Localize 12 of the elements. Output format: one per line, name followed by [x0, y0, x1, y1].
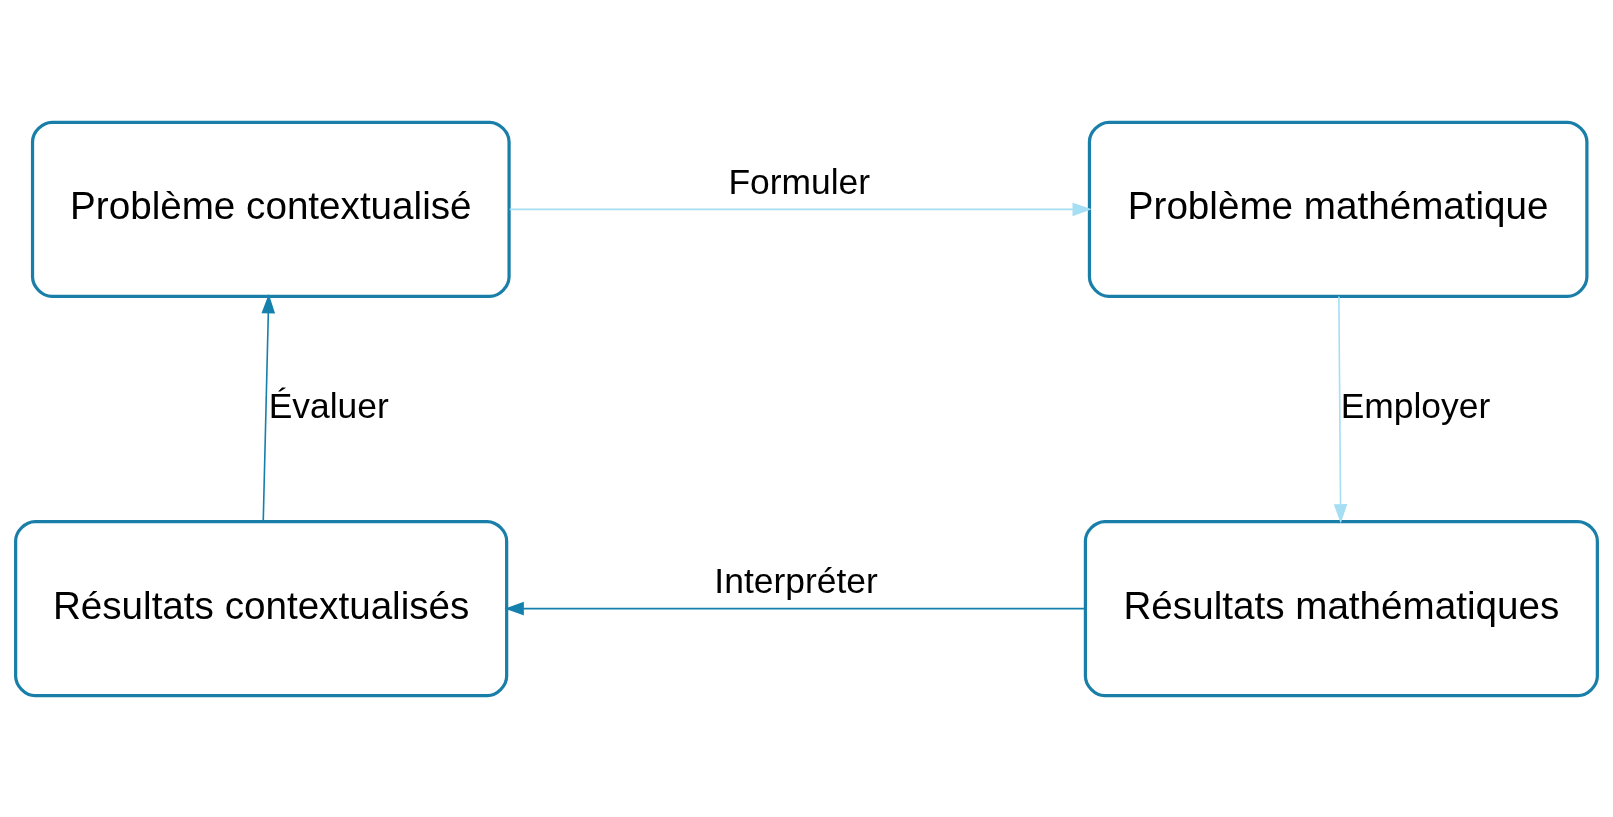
edge-label: Employer	[1340, 385, 1491, 426]
edge-label: Formuler	[728, 161, 871, 202]
node-box: Problème mathématique	[1087, 120, 1589, 298]
arrow	[261, 293, 276, 522]
node-box: Résultats contextualisés	[14, 519, 509, 697]
arrow	[508, 202, 1092, 216]
node-box: Résultats mathématiques	[1083, 519, 1599, 697]
edge-label: Interpréter	[714, 560, 878, 601]
edge-label: Évaluer	[268, 385, 389, 426]
node-box: Problème contextualisé	[30, 120, 511, 298]
arrow	[504, 601, 1087, 615]
arrow	[1333, 295, 1348, 523]
